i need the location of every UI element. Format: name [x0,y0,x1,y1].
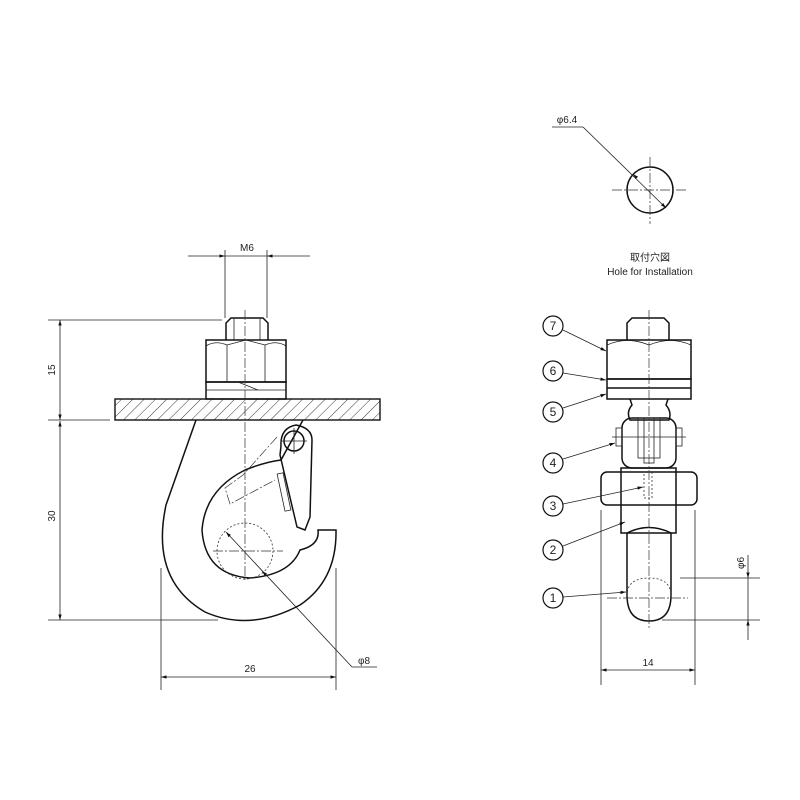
dim-phi8-label: φ8 [358,656,370,667]
mounting-hole-view: φ6.4 取付穴図 Hole for Installation [552,115,693,278]
dim-26-label: 26 [244,664,256,675]
svg-text:1: 1 [550,591,557,605]
svg-text:5: 5 [550,405,557,419]
dimension-m6: M6 [188,243,310,318]
dim-30-label: 30 [47,510,58,522]
dim-14-label: 14 [642,658,654,669]
svg-text:3: 3 [550,499,557,513]
dim-phi6-label: φ6 [736,557,747,569]
svg-text:7: 7 [550,319,557,333]
svg-text:4: 4 [550,456,557,470]
hole-title-en: Hole for Installation [607,267,693,278]
dim-phi64-label: φ6.4 [557,115,578,126]
dimension-heights: 15 30 [47,319,222,621]
balloon-7: 7 [542,315,607,352]
balloon-4: 4 [542,442,616,474]
side-view: 14 φ6 7 6 5 4 3 2 1 [542,310,760,685]
svg-text:2: 2 [550,543,557,557]
dim-m6-label: M6 [240,243,254,254]
hex-nut [205,339,287,383]
hook-latch [279,424,313,531]
balloon-2: 2 [542,521,626,561]
balloon-6: 6 [542,360,607,382]
balloon-5: 5 [542,393,607,423]
mounting-plate [114,398,381,421]
dim-15-label: 15 [47,364,58,376]
front-view: M6 φ8 [47,243,381,690]
dimension-26: 26 [160,568,337,690]
hook-body [161,419,337,622]
hole-title-jp: 取付穴図 [630,251,670,264]
balloon-3: 3 [542,486,644,517]
svg-text:6: 6 [550,364,557,378]
balloon-1: 1 [542,587,627,609]
bolt-end [225,317,269,340]
washer [205,381,287,400]
